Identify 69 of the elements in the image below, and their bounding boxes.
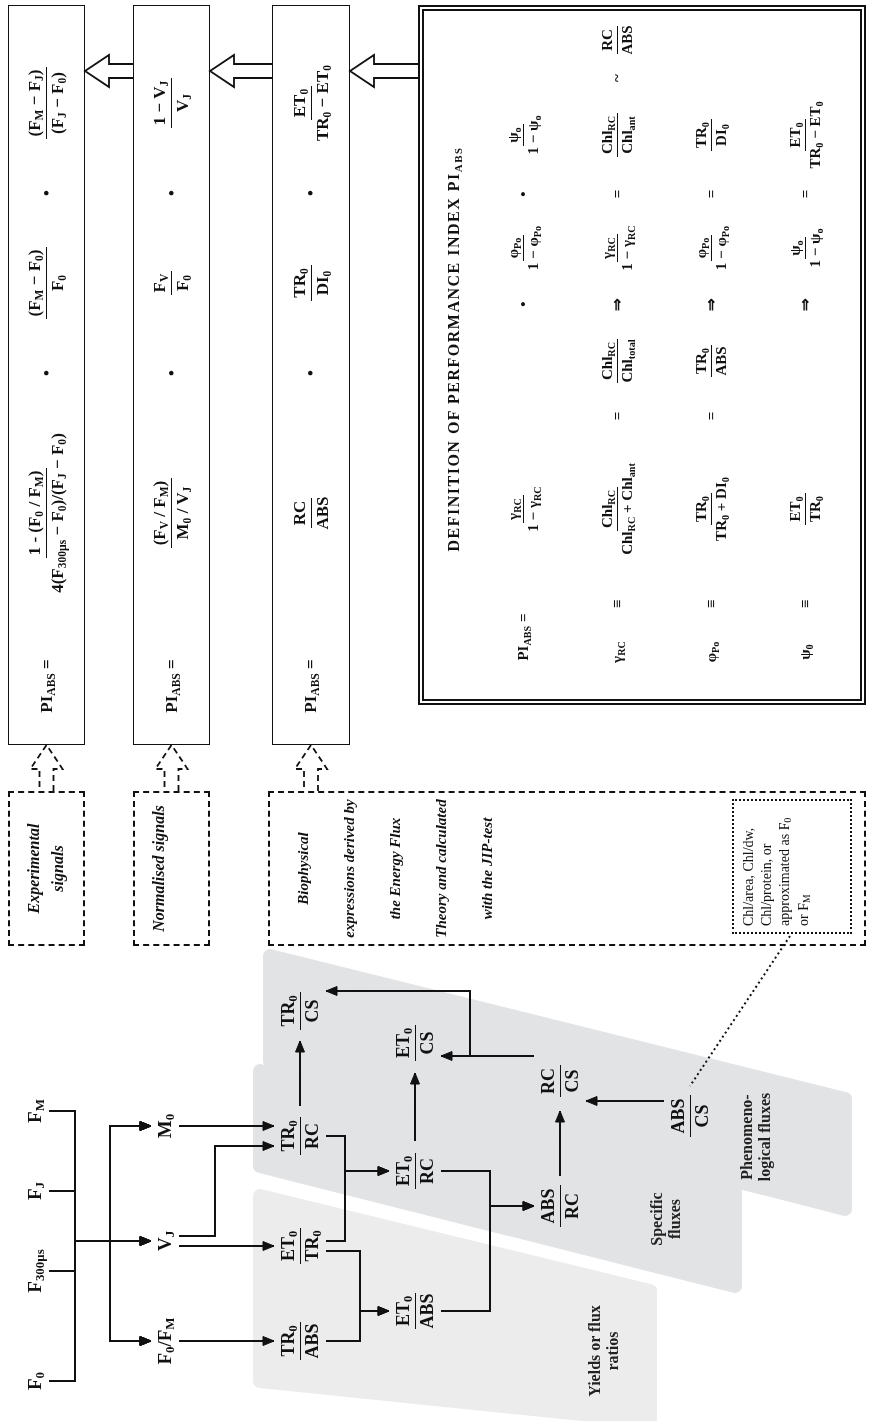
operator-symbol: •	[36, 190, 57, 196]
operator-symbol: ⇒	[702, 297, 720, 311]
operator-symbol: ≡	[796, 599, 814, 609]
description-text: Normalised signals	[149, 804, 169, 934]
fraction-denominator: RC	[560, 1192, 583, 1221]
dashed-frame	[133, 791, 210, 946]
operator-symbol: •	[514, 191, 532, 197]
operator-symbol: •	[301, 370, 321, 376]
leader-line	[689, 935, 791, 1087]
fraction-numerator: ABS	[537, 1185, 561, 1227]
group-label: Yields or flux ratios	[586, 1304, 623, 1399]
arrow	[325, 1135, 390, 1176]
hollow-arrow	[83, 53, 134, 89]
formula-box	[418, 5, 866, 705]
arrow	[178, 1141, 275, 1237]
operator-symbol: ~	[608, 74, 626, 82]
operator-symbol: =	[608, 189, 626, 199]
operator-symbol: =	[608, 411, 626, 421]
operator-symbol: ≡	[702, 599, 720, 609]
fraction-denominator: ABS	[711, 345, 730, 378]
operator-symbol: ⇒	[796, 297, 814, 311]
description-text: Experimental signals	[24, 822, 68, 916]
arrow	[178, 1121, 275, 1131]
dashed-frame	[268, 791, 866, 946]
fraction-numerator: RC	[289, 497, 312, 529]
arrow	[440, 1051, 535, 1061]
fraction-numerator: RC	[537, 1065, 561, 1097]
hollow-arrow	[153, 743, 190, 792]
fraction-numerator: RC	[598, 26, 618, 54]
fraction-denominator: RC	[300, 1122, 323, 1151]
fraction-denominator: ABS	[617, 24, 636, 57]
dashed-frame	[8, 791, 85, 946]
operator-symbol: •	[301, 190, 321, 196]
arrow	[585, 1096, 665, 1106]
fraction-denominator: ABS	[311, 495, 333, 532]
operator-symbol: •	[161, 190, 182, 196]
group-label: Specific fluxes	[648, 1191, 685, 1248]
fraction-denominator: CS	[415, 1030, 438, 1057]
formula-box	[133, 5, 210, 745]
arrow	[555, 1110, 565, 1177]
fraction-denominator: CS	[690, 1103, 713, 1130]
arrow	[440, 1170, 535, 1211]
arrow	[178, 1241, 275, 1251]
fraction-denominator: ABS	[415, 1292, 438, 1331]
operator-symbol: =	[796, 189, 814, 199]
hollow-arrow	[208, 53, 273, 89]
formula-box	[8, 5, 85, 745]
hollow-arrow	[28, 743, 65, 792]
arrow	[178, 1336, 275, 1346]
hollow-arrow	[348, 53, 419, 89]
arrow	[410, 1072, 420, 1142]
operator-symbol: •	[514, 301, 532, 307]
operator-symbol: =	[702, 411, 720, 421]
fraction-denominator: CS	[300, 998, 323, 1025]
group-label: Phenomeno- logical fluxes	[738, 1091, 775, 1184]
operator-symbol: ≡	[608, 599, 626, 609]
operator-symbol: ⇒	[608, 297, 626, 311]
fraction-denominator: CS	[560, 1068, 583, 1095]
fraction-numerator: ABS	[667, 1095, 691, 1137]
operator-symbol: =	[702, 189, 720, 199]
arrow	[325, 1250, 390, 1316]
description-text: Biophysical expressions derived by the Energy Flux Theory and calculated with the JIP-test	[294, 799, 496, 938]
fraction-denominator: RC	[415, 1157, 438, 1186]
arrow	[295, 1040, 305, 1107]
operator-symbol: •	[36, 370, 57, 376]
fraction-denominator: ABS	[300, 1322, 323, 1361]
operator-symbol: •	[161, 370, 182, 376]
formula-box	[272, 5, 350, 745]
hollow-arrow	[293, 743, 329, 792]
